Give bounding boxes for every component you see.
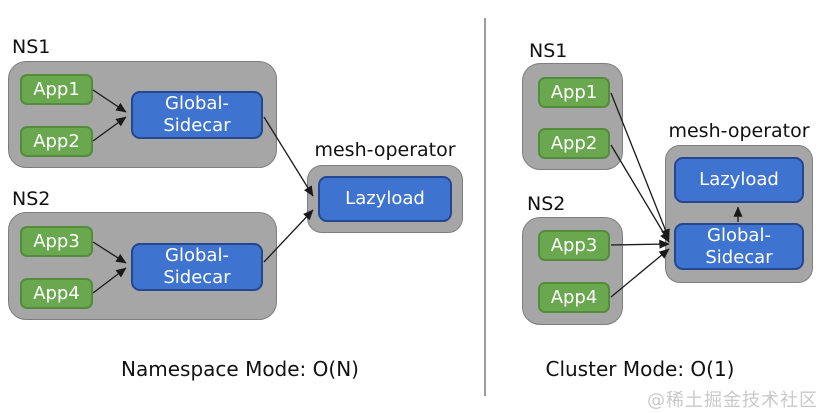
- right-lazyload-box: Lazyload: [674, 157, 804, 203]
- left-app1-box: App1: [20, 74, 93, 105]
- left-ns2-label: NS2: [12, 188, 51, 210]
- left-ns1-label: NS1: [12, 36, 51, 58]
- right-caption: Cluster Mode: O(1): [545, 357, 735, 381]
- left-app2-box: App2: [20, 126, 93, 157]
- right-app2-box: App2: [538, 128, 610, 159]
- right-global-sidecar-box: Global- Sidecar: [674, 223, 804, 270]
- right-app4-box: App4: [538, 282, 610, 313]
- right-app3-box: App3: [538, 230, 610, 261]
- panel-divider: [484, 18, 486, 396]
- left-ns1-global-sidecar-box: Global- Sidecar: [131, 91, 263, 139]
- left-lazyload-box: Lazyload: [318, 176, 452, 222]
- right-mesh-operator-label: mesh-operator: [668, 120, 810, 142]
- right-ns1-label: NS1: [529, 40, 568, 62]
- left-app3-box: App3: [20, 226, 93, 257]
- right-app1-box: App1: [538, 77, 610, 108]
- left-ns2-global-sidecar-box: Global- Sidecar: [131, 243, 263, 291]
- left-mesh-operator-label: mesh-operator: [314, 139, 456, 161]
- left-app4-box: App4: [20, 278, 93, 309]
- watermark-text: @稀土掘金技术社区: [647, 390, 818, 411]
- left-caption: Namespace Mode: O(N): [121, 357, 359, 381]
- right-ns2-label: NS2: [527, 193, 566, 215]
